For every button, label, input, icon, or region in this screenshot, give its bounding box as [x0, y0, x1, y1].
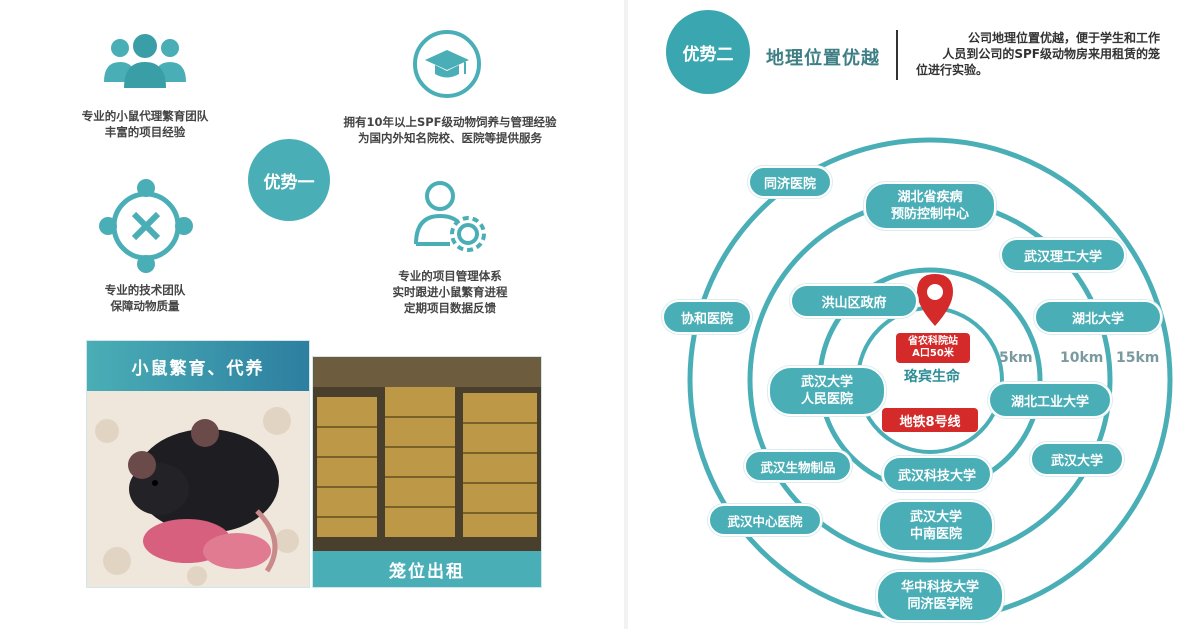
place-whu-zhongnan-hospital: 武汉大学 中南医院 [878, 500, 994, 552]
caption-line: 专业的技术团队 [104, 283, 186, 297]
metro-tag: 地铁8号线 [882, 408, 978, 432]
caption-line: 专业的小鼠代理繁育团队 [81, 109, 209, 123]
place-tongji-hospital: 同济医院 [748, 166, 832, 198]
place-hust-tongji-medical: 华中科技大学 同济医学院 [876, 570, 1004, 622]
place-hongshan-gov: 洪山区政府 [790, 284, 918, 318]
caption-line: 丰富的项目经验 [104, 125, 186, 139]
team-icon [100, 30, 190, 95]
mouse-image [87, 391, 309, 587]
place-hubei-cdc: 湖北省疾病 预防控制中心 [864, 182, 996, 230]
place-wuhan-univ: 武汉大学 [1030, 442, 1124, 476]
technical-team-icon [96, 176, 196, 276]
management-caption: 专业的项目管理体系 实时跟进小鼠繁育进程 定期项目数据反馈 [340, 268, 560, 316]
caption-line: 为国内外知名院校、医院等提供服务 [358, 131, 542, 145]
place-wust: 武汉科技大学 [882, 456, 992, 492]
place-wuhan-tech-univ: 武汉理工大学 [1000, 238, 1126, 272]
cage-racks-image [313, 357, 541, 551]
place-line: 湖北省疾病 [897, 190, 963, 205]
cage-photo-title: 笼位出租 [313, 551, 541, 587]
place-line: 中南医院 [909, 527, 962, 542]
location-description: 公司地理位置优越，便于学生和工作 人员到公司的SPF级动物房来用租赁的笼 位进行… [910, 30, 1160, 78]
caption-line: 实时跟进小鼠繁育进程 [392, 285, 508, 299]
caption-line: 保障动物质量 [110, 299, 180, 313]
ring-label-5km: 5km [999, 350, 1033, 366]
place-wuhan-bio: 武汉生物制品 [744, 450, 852, 482]
mouse-photo-title: 小鼠繁育、代养 [87, 341, 309, 391]
place-hubei-univ: 湖北大学 [1034, 300, 1162, 334]
caption-line: 定期项目数据反馈 [404, 301, 496, 315]
station-tag: 省农科院站 A口50米 [896, 333, 970, 363]
graduation-cap-icon [411, 28, 483, 100]
location-heading: 地理位置优越 [766, 48, 880, 69]
description-line: 公司地理位置优越，便于学生和工作 [967, 31, 1160, 45]
user-gear-icon [410, 176, 490, 256]
cage-rental-photo: 笼位出租 [312, 356, 542, 588]
caption-line: 专业的项目管理体系 [398, 269, 502, 283]
company-name: 珞宾生命 [904, 369, 960, 385]
team-caption: 专业的小鼠代理繁育团队 丰富的项目经验 [40, 108, 250, 140]
place-line: 预防控制中心 [890, 207, 969, 222]
advantage-one-badge: 优势一 [248, 139, 330, 221]
place-xiehe-hospital: 协和医院 [662, 300, 752, 334]
tech-caption: 专业的技术团队 保障动物质量 [40, 282, 250, 314]
place-line: 同济医学院 [907, 597, 973, 612]
place-wuhan-central-hospital: 武汉中心医院 [708, 504, 822, 536]
place-line: 华中科技大学 [900, 580, 979, 595]
description-line: 位进行实验。 [916, 63, 989, 77]
heading-divider [896, 30, 898, 80]
advantage-one-panel: 专业的小鼠代理繁育团队 丰富的项目经验 拥有10年以上SPF级动物饲养与管理经验… [40, 28, 600, 588]
panel-divider [624, 0, 628, 629]
station-line: 省农科院站 [908, 336, 958, 347]
advantage-two-panel: 优势二 地理位置优越 公司地理位置优越，便于学生和工作 人员到公司的SPF级动物… [630, 0, 1200, 629]
ring-label-10km: 10km [1060, 350, 1104, 366]
advantage-two-badge: 优势二 [666, 10, 750, 94]
place-line: 武汉大学 [800, 375, 853, 390]
place-line: 武汉大学 [909, 510, 962, 525]
place-whu-renmin-hospital: 武汉大学 人民医院 [768, 366, 886, 416]
place-hubei-industry-univ: 湖北工业大学 [988, 382, 1112, 418]
location-pin-icon [915, 272, 955, 328]
place-line: 人民医院 [800, 392, 853, 407]
description-line: 人员到公司的SPF级动物房来用租赁的笼 [942, 47, 1160, 61]
caption-line: 拥有10年以上SPF级动物饲养与管理经验 [343, 115, 557, 129]
ring-label-15km: 15km [1116, 350, 1160, 366]
experience-caption: 拥有10年以上SPF级动物饲养与管理经验 为国内外知名院校、医院等提供服务 [300, 114, 600, 146]
mouse-breeding-photo: 小鼠繁育、代养 [86, 340, 310, 588]
station-line: A口50米 [912, 348, 954, 359]
